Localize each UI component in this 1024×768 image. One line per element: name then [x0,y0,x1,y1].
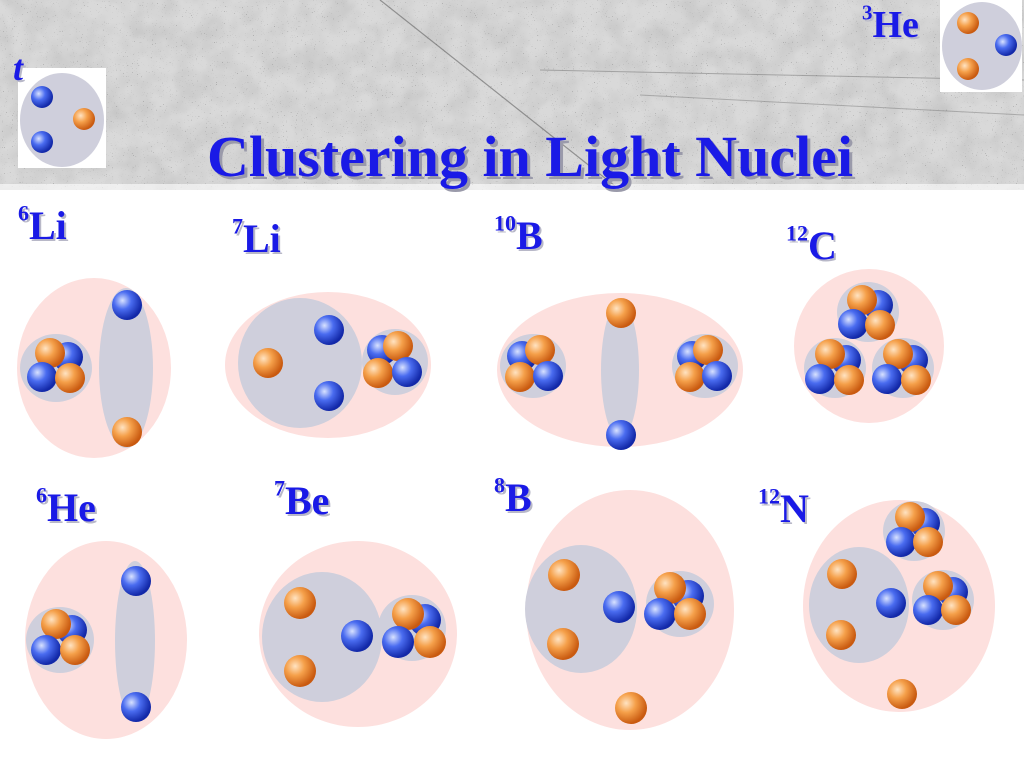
mass-number: 12 [758,483,780,509]
nucleus-c12 [794,269,944,423]
mass-number: 12 [786,220,808,246]
proton [73,108,95,130]
nucleus-li7 [225,292,431,438]
alpha-cluster [363,331,422,388]
alpha-cluster [31,609,90,665]
proton [548,559,580,591]
label-li7: 7Li [232,215,281,261]
label-n12: 12N [758,485,809,531]
alpha-cluster [27,338,85,393]
proton [827,559,857,589]
mass-number: 7 [274,475,285,501]
slide-title: Clustering in Light Nuclei [206,124,854,189]
proton [606,298,636,328]
neutron [606,420,636,450]
element-symbol: B [516,213,543,258]
element-symbol: C [808,223,837,268]
element-symbol: Be [285,478,330,523]
neutron [31,131,53,153]
alpha-cluster [505,335,563,392]
triton-nucleus [20,73,104,167]
helium3-symbol: He [872,4,919,46]
neutron [341,620,373,652]
label-b8: 8B [494,474,532,520]
neutron [995,34,1017,56]
neutron [314,315,344,345]
mass-number: 6 [36,482,47,508]
alpha-cluster [872,339,931,395]
alpha-cluster [886,502,943,557]
label-li6: 6Li [18,202,67,248]
proton [887,679,917,709]
proton [957,58,979,80]
label-c12: 12C [786,222,837,268]
nucleus-n12 [803,500,995,712]
nucleus-he6 [25,541,187,739]
alpha-cluster [913,571,971,625]
nucleus-b10 [497,293,743,450]
neutron [314,381,344,411]
alpha-cluster [838,285,895,340]
label-b10: 10B [494,212,543,258]
element-symbol: B [505,475,532,520]
helium3-label: 3He [862,2,919,46]
mass-number: 10 [494,210,516,236]
label-be7: 7Be [274,477,330,523]
helium3-nucleus [942,2,1022,90]
neutron [31,86,53,108]
neutron [112,290,142,320]
element-symbol: Li [243,216,281,261]
proton [615,692,647,724]
proton [547,628,579,660]
neutron [603,591,635,623]
proton [826,620,856,650]
element-symbol: He [47,485,96,530]
nucleus-be7 [259,541,457,727]
triton-label: t [13,48,24,88]
alpha-cluster [382,598,446,658]
proton [957,12,979,34]
neutron [876,588,906,618]
element-symbol: Li [29,203,67,248]
proton [284,655,316,687]
label-he6: 6He [36,484,96,530]
proton [284,587,316,619]
alpha-cluster [805,339,864,395]
proton [112,417,142,447]
mass-number: 7 [232,213,243,239]
nucleus-li6 [17,278,171,458]
alpha-cluster [644,572,706,630]
mass-number: 6 [18,200,29,226]
neutron [121,692,151,722]
nucleus-b8 [525,490,734,730]
alpha-cluster [675,335,732,392]
element-symbol: N [780,486,809,531]
helium3-mass: 3 [862,0,873,25]
mass-number: 8 [494,472,505,498]
proton [253,348,283,378]
neutron [121,566,151,596]
emulsion-photo-background [0,0,1024,190]
